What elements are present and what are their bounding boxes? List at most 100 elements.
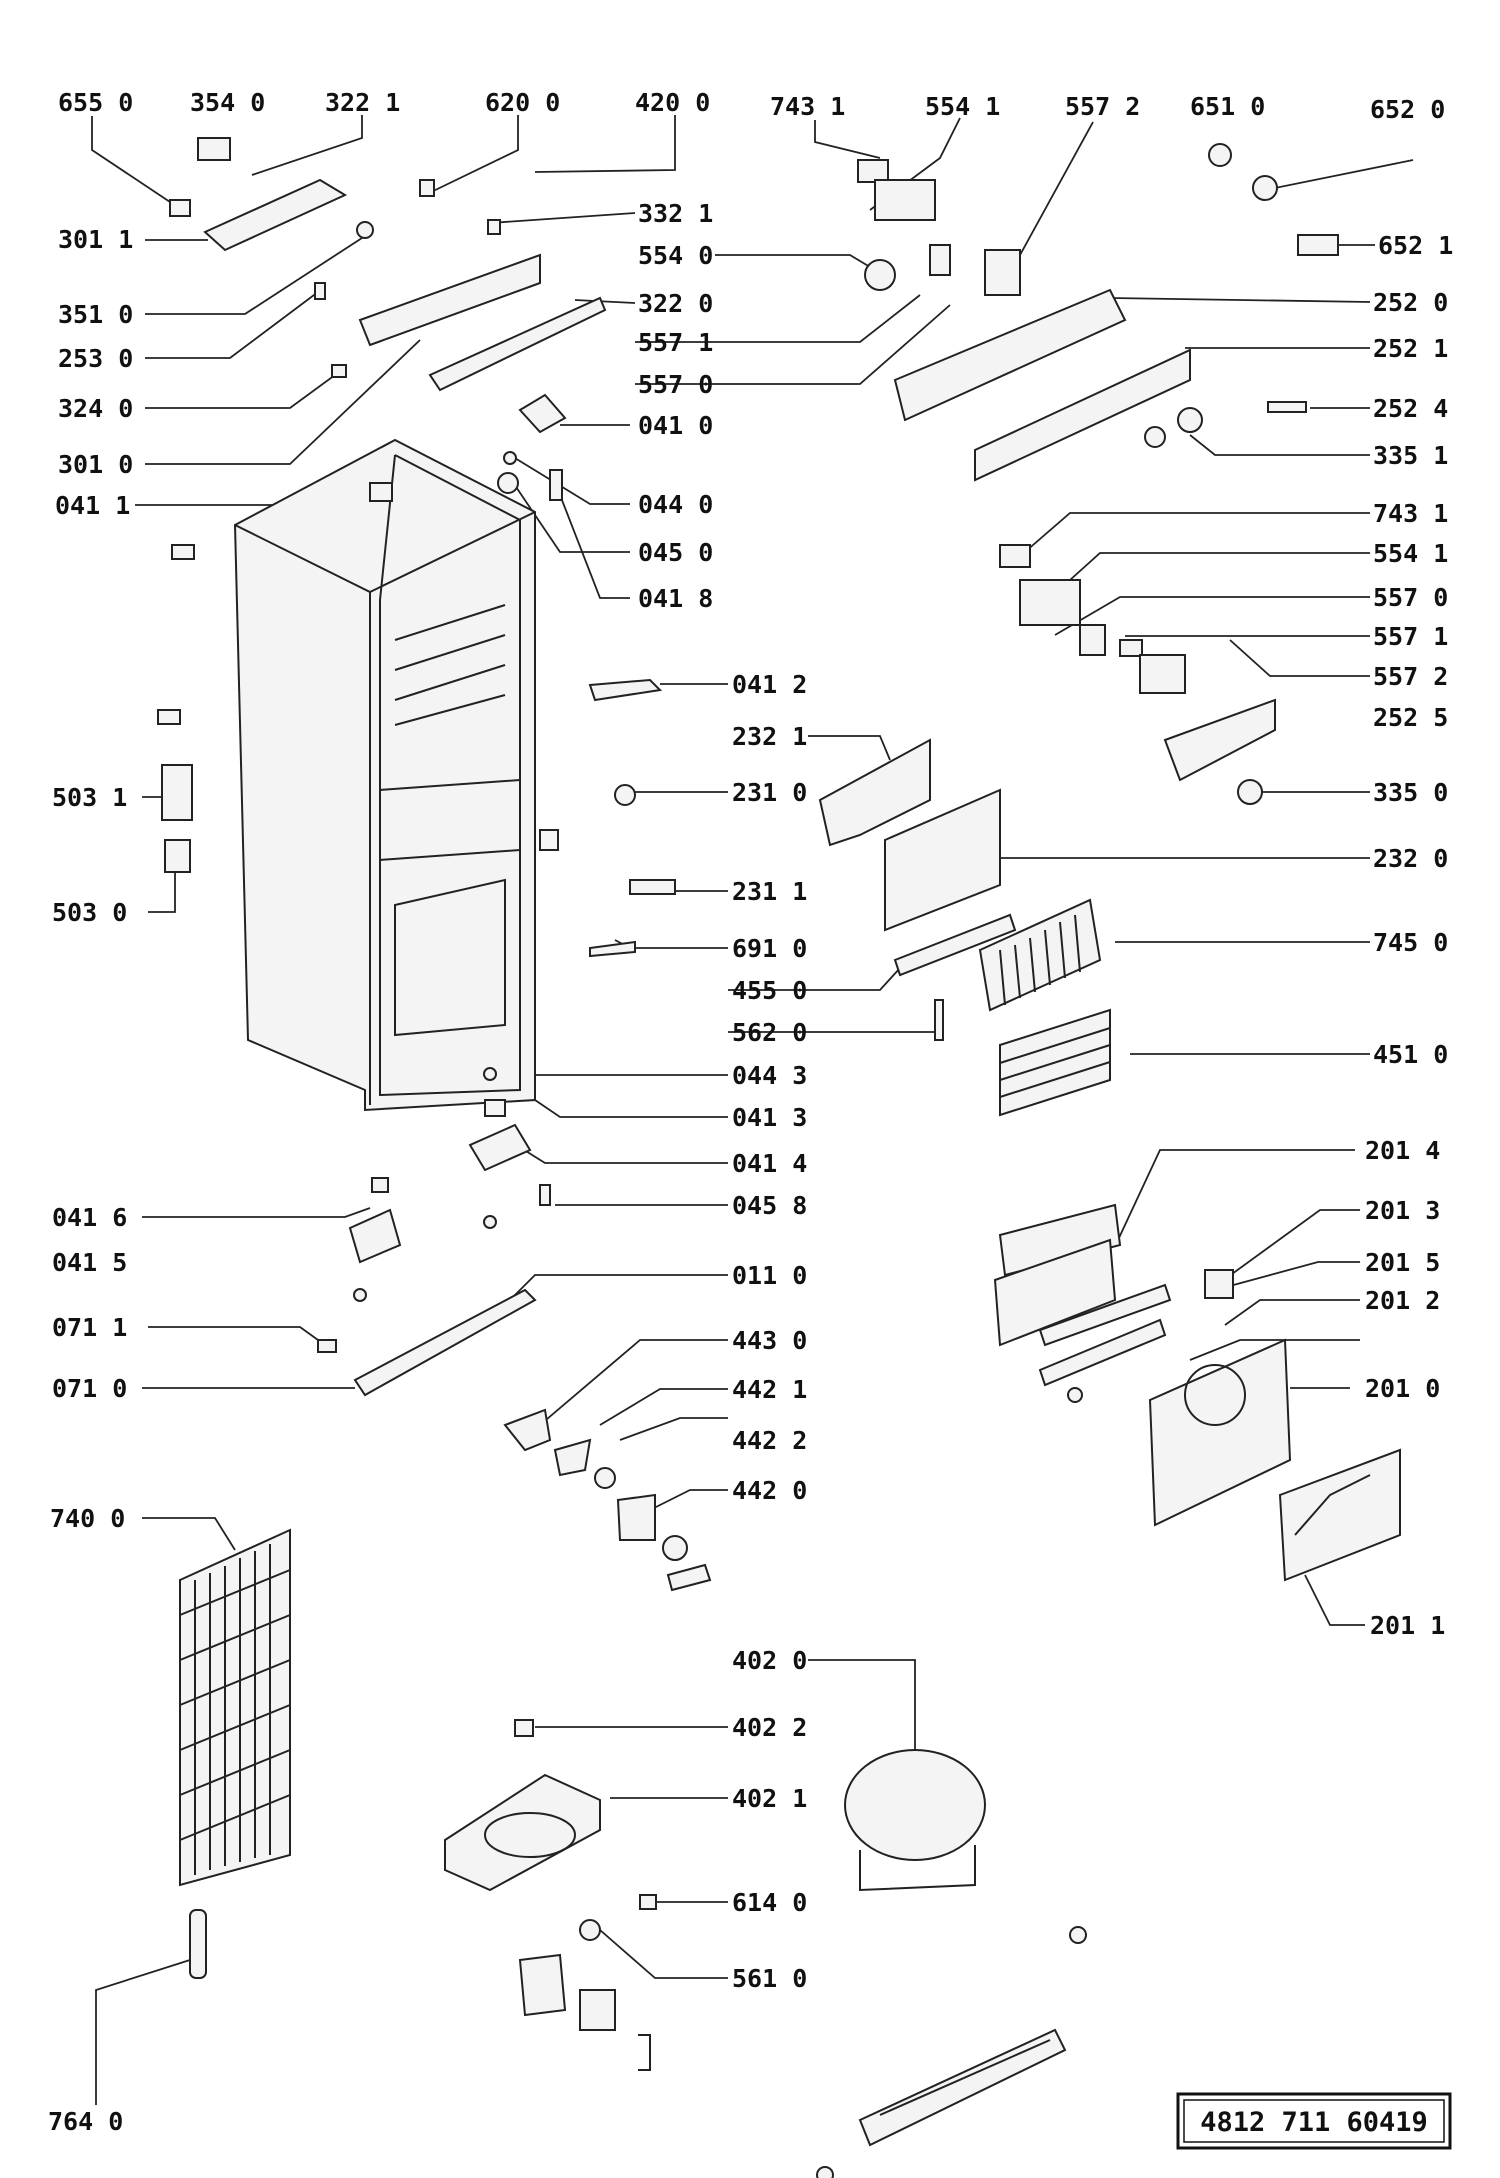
label-442-2: 442 2 — [732, 1426, 807, 1455]
part-drawings — [157, 137, 1401, 2178]
label-301-1: 301 1 — [58, 225, 133, 254]
label-745-0: 745 0 — [1373, 928, 1448, 957]
part-232-1 — [818, 738, 931, 847]
label-652-1: 652 1 — [1378, 231, 1453, 260]
part-442-2 — [594, 1467, 616, 1489]
part-044-0 — [503, 451, 517, 465]
label-252-4: 252 4 — [1373, 394, 1448, 423]
part-231-1 — [629, 879, 676, 895]
label-201-1: 201 1 — [1370, 1611, 1445, 1640]
part-071-0 — [353, 1288, 537, 1397]
label-402-1: 402 1 — [732, 1784, 807, 1813]
part-335-0 — [1237, 779, 1263, 805]
mount-bolt-left — [816, 2166, 834, 2178]
part-651-0 — [1208, 143, 1232, 167]
label-335-1: 335 1 — [1373, 441, 1448, 470]
label-554-1: 554 1 — [925, 92, 1000, 121]
part-442-1 — [553, 1438, 592, 1477]
label-041-6: 041 6 — [52, 1203, 127, 1232]
label-562-0: 562 0 — [732, 1018, 807, 1047]
relay-cap — [662, 1535, 688, 1561]
part-614-0 — [639, 1894, 657, 1910]
part-041-4 — [468, 1123, 532, 1172]
part-201-3 — [993, 1238, 1117, 1347]
label-252-0: 252 0 — [1373, 288, 1448, 317]
part-011-0 — [483, 1215, 497, 1229]
part-351-0 — [356, 221, 374, 239]
label-332-1: 332 1 — [638, 199, 713, 228]
part-041-3 — [484, 1099, 506, 1117]
part-652-1 — [1297, 234, 1339, 256]
label-652-0: 652 0 — [1370, 95, 1445, 124]
part-332-1 — [487, 219, 501, 235]
label-045-0: 045 0 — [638, 538, 713, 567]
label-503-1: 503 1 — [52, 783, 127, 812]
compressor-mount-plate — [858, 2028, 1067, 2147]
part-252-4 — [1267, 401, 1307, 413]
label-201-3: 201 3 — [1365, 1196, 1440, 1225]
part-764-0 — [189, 1909, 207, 1979]
label-045-8: 045 8 — [732, 1191, 807, 1220]
part-743-1b — [999, 544, 1031, 568]
label-232-1: 232 1 — [732, 722, 807, 751]
label-557-2b: 557 2 — [1373, 662, 1448, 691]
label-232-0: 232 0 — [1373, 844, 1448, 873]
label-041-5: 041 5 — [52, 1248, 127, 1277]
label-044-0: 044 0 — [638, 490, 713, 519]
part-301-0 — [358, 253, 541, 347]
label-354-0: 354 0 — [190, 88, 265, 117]
part-041-5 — [348, 1208, 402, 1264]
part-252-0 — [893, 288, 1127, 422]
label-420-0: 420 0 — [635, 88, 710, 117]
part-041-6 — [371, 1177, 389, 1193]
cabinet-side-fitting — [539, 829, 559, 851]
label-071-1: 071 1 — [52, 1313, 127, 1342]
label-041-8: 041 8 — [638, 584, 713, 613]
label-743-1b: 743 1 — [1373, 499, 1448, 528]
part-231-0 — [614, 784, 636, 806]
hinge-pin-mid — [157, 709, 181, 725]
part-201-5 — [1204, 1269, 1234, 1299]
label-324-0: 324 0 — [58, 394, 133, 423]
part-045-8 — [539, 1184, 551, 1206]
part-324-0 — [331, 364, 347, 378]
label-041-0: 041 0 — [638, 411, 713, 440]
label-655-0: 655 0 — [58, 88, 133, 117]
part-201-3b — [1038, 1283, 1172, 1347]
label-252-5: 252 5 — [1373, 703, 1448, 732]
part-557-0b — [1079, 624, 1106, 656]
part-071-1 — [317, 1339, 337, 1353]
label-201-0: 201 0 — [1365, 1374, 1440, 1403]
label-301-0: 301 0 — [58, 450, 133, 479]
part-354-0 — [197, 137, 231, 161]
part-252-1 — [974, 348, 1191, 482]
part-labels: 655 0 354 0 322 1 620 0 420 0 743 1 554 … — [48, 88, 1453, 2136]
starter-relay — [518, 1953, 567, 2017]
label-335-0: 335 0 — [1373, 778, 1448, 807]
overload-protector — [579, 1989, 616, 2031]
label-322-1: 322 1 — [325, 88, 400, 117]
part-201-0 — [1148, 1338, 1292, 1527]
part-554-1b — [1019, 579, 1081, 626]
part-402-0 — [844, 1749, 986, 1861]
label-041-2: 041 2 — [732, 670, 807, 699]
part-554-0 — [864, 259, 896, 291]
part-335-1 — [1177, 407, 1203, 433]
part-252-5 — [1163, 698, 1276, 782]
label-651-0: 651 0 — [1190, 92, 1265, 121]
label-740-0: 740 0 — [50, 1504, 125, 1533]
part-253-0 — [314, 282, 326, 300]
part-557-1b — [1119, 639, 1143, 657]
label-041-4: 041 4 — [732, 1149, 807, 1178]
part-740-0 — [179, 1528, 291, 1887]
label-614-0: 614 0 — [732, 1888, 807, 1917]
label-561-0: 561 0 — [732, 1964, 807, 1993]
label-044-3: 044 3 — [732, 1061, 807, 1090]
part-561-0 — [579, 1919, 601, 1941]
label-351-0: 351 0 — [58, 300, 133, 329]
label-557-2: 557 2 — [1065, 92, 1140, 121]
part-442-0 — [616, 1493, 656, 1541]
label-455-0: 455 0 — [732, 976, 807, 1005]
